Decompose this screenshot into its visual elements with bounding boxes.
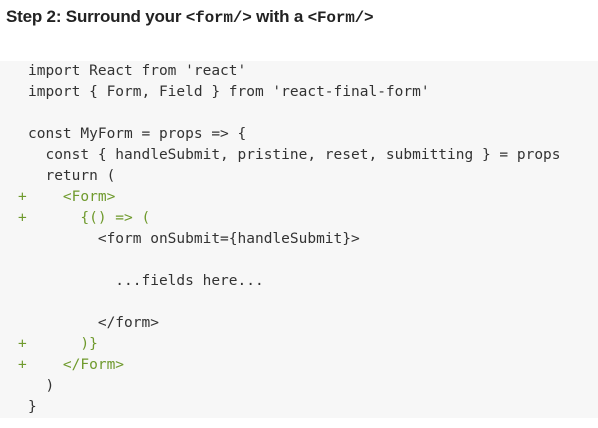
heading-middle: with a [251,7,308,26]
code-line: const { handleSubmit, pristine, reset, s… [0,145,598,166]
code-line: const MyForm = props => { [0,124,598,145]
code-line-text: } [28,399,37,415]
code-line: return ( [0,166,598,187]
code-line-text: <form onSubmit={handleSubmit}> [28,231,360,247]
code-line: ...fields here... [0,271,598,292]
code-line [0,103,598,124]
code-line [0,250,598,271]
code-line-added: + )} [0,334,598,355]
code-line-text: return ( [28,168,116,184]
code-line-text: const MyForm = props => { [28,126,247,142]
diff-marker: + [18,210,27,226]
code-line-text: )} [28,336,98,352]
diff-marker: + [18,336,27,352]
code-line: <form onSubmit={handleSubmit}> [0,229,598,250]
code-line-text: ) [28,378,55,394]
code-line-added: + </Form> [0,355,598,376]
code-block: import React from 'react' import { Form, … [0,61,598,418]
code-line-text: </Form> [28,357,125,373]
code-line: import { Form, Field } from 'react-final… [0,82,598,103]
code-line-text: import { Form, Field } from 'react-final… [28,84,430,100]
code-line-text: <Form> [28,189,116,205]
heading-code-form-lowercase: <form/> [185,9,252,27]
code-line-text: import React from 'react' [28,63,247,79]
code-line: } [0,397,598,418]
diff-marker: + [18,357,27,373]
code-line-added: + {() => ( [0,208,598,229]
heading-prefix: Step 2: Surround your [6,7,186,26]
code-line [0,292,598,313]
heading-code-form-component: <Form/> [307,9,374,27]
section-heading: Step 2: Surround your <form/> with a <Fo… [6,6,374,29]
code-line-text: const { handleSubmit, pristine, reset, s… [28,147,561,163]
code-line-text: ...fields here... [28,273,264,289]
code-line: ) [0,376,598,397]
code-line: import React from 'react' [0,61,598,82]
code-line: </form> [0,313,598,334]
diff-marker: + [18,189,27,205]
code-line-text: </form> [28,315,159,331]
code-line-added: + <Form> [0,187,598,208]
code-line-text: {() => ( [28,210,151,226]
